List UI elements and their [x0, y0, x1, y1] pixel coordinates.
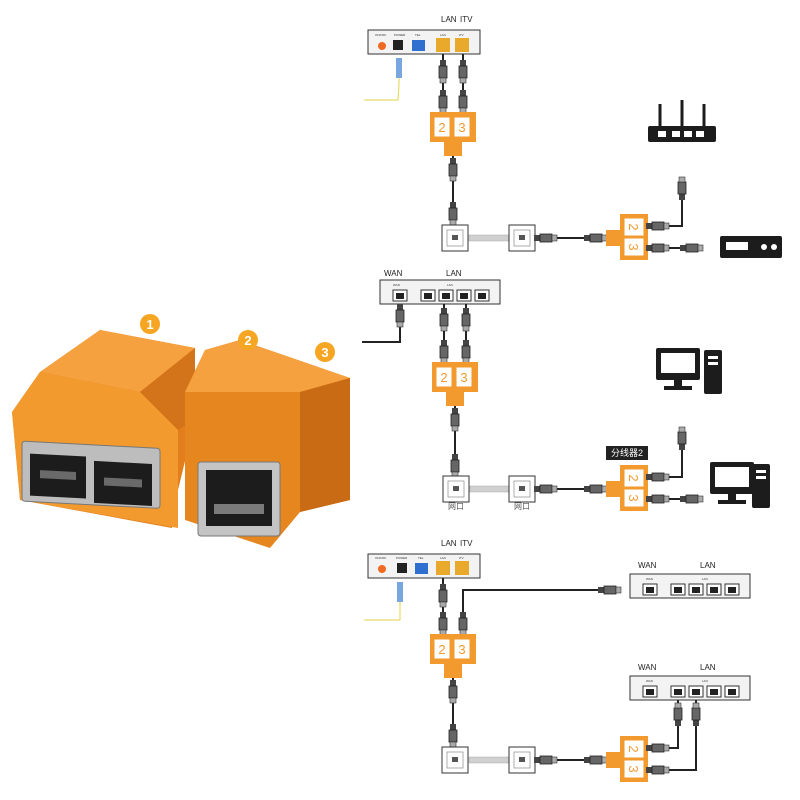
svg-text:POWER: POWER: [396, 556, 408, 560]
svg-text:2: 2: [244, 333, 251, 348]
desktop-computer-icon: [710, 462, 770, 508]
svg-text:3: 3: [460, 370, 467, 385]
svg-text:ITV: ITV: [460, 539, 473, 548]
svg-text:WAN: WAN: [646, 679, 653, 683]
svg-text:2: 2: [438, 120, 445, 135]
splitter-3b: 2 3: [606, 736, 648, 782]
svg-text:LAN: LAN: [440, 556, 446, 560]
product-dual-port: [21, 440, 161, 509]
svg-text:3: 3: [458, 120, 465, 135]
svg-text:LAN: LAN: [700, 561, 716, 570]
svg-text:3: 3: [626, 243, 641, 250]
diagram-3: LAN ITV ON/OFF POWER TEL LAN ITV 2: [364, 539, 751, 782]
modem-1: LAN ITV ON/OFF POWER TEL LAN ITV: [367, 15, 481, 55]
splitter-1a: 2 3: [430, 112, 476, 156]
svg-text:WAN: WAN: [646, 577, 653, 581]
desktop-computer-icon: [656, 348, 722, 394]
product-photo: 1 2 3: [12, 314, 350, 548]
switch-3b: WAN LAN WAN LAN: [629, 663, 751, 701]
splitter-1b: 2 3: [606, 214, 648, 260]
svg-text:ITV: ITV: [459, 556, 464, 560]
splitter-2b: 2 3: [606, 465, 648, 511]
badge-2: 2: [238, 330, 258, 350]
badge-1: 1: [140, 314, 160, 334]
svg-text:LAN: LAN: [702, 577, 708, 581]
router-icon: [648, 100, 716, 142]
switch-2: WAN LAN WAN LAN: [379, 269, 501, 305]
svg-text:LAN: LAN: [441, 539, 457, 548]
svg-text:LAN: LAN: [700, 663, 716, 672]
svg-text:3: 3: [626, 494, 641, 501]
svg-text:WAN: WAN: [393, 283, 400, 287]
splitter-3a: 2 3: [430, 634, 476, 678]
splitter-2a: 2 3: [432, 362, 478, 406]
splitter-2-tag: 分线器2: [606, 446, 648, 460]
svg-text:LAN: LAN: [446, 269, 462, 278]
switch-3a: WAN LAN WAN LAN: [629, 561, 751, 599]
svg-text:LAN: LAN: [440, 33, 446, 37]
modem-3: LAN ITV ON/OFF POWER TEL LAN ITV: [367, 539, 481, 579]
set-top-box-icon: [720, 236, 782, 258]
diagram-1: LAN ITV ON/OFF POWER TEL LAN ITV: [364, 15, 782, 260]
svg-text:TEL: TEL: [415, 33, 421, 37]
svg-text:LAN: LAN: [441, 15, 457, 24]
svg-text:2: 2: [438, 642, 445, 657]
svg-text:2: 2: [626, 474, 641, 481]
svg-text:3: 3: [458, 642, 465, 657]
svg-text:ON/OFF: ON/OFF: [375, 556, 386, 560]
svg-text:POWER: POWER: [394, 33, 406, 37]
svg-text:ITV: ITV: [460, 15, 473, 24]
svg-text:TEL: TEL: [418, 556, 424, 560]
svg-text:2: 2: [626, 223, 641, 230]
svg-text:ITV: ITV: [459, 33, 464, 37]
svg-text:LAN: LAN: [447, 283, 453, 287]
svg-text:网口: 网口: [448, 502, 464, 511]
badge-3: 3: [315, 342, 335, 362]
svg-text:3: 3: [626, 765, 641, 772]
svg-text:分线器2: 分线器2: [611, 447, 643, 458]
diagram-2: WAN LAN WAN LAN 2 3 网: [362, 269, 770, 511]
svg-text:1: 1: [146, 317, 153, 332]
svg-text:网口: 网口: [514, 502, 530, 511]
svg-text:WAN: WAN: [384, 269, 403, 278]
product-single-port: [197, 461, 281, 537]
svg-text:2: 2: [626, 745, 641, 752]
svg-text:WAN: WAN: [638, 561, 657, 570]
svg-text:LAN: LAN: [702, 679, 708, 683]
svg-text:2: 2: [440, 370, 447, 385]
svg-text:3: 3: [321, 345, 328, 360]
svg-text:ON/OFF: ON/OFF: [375, 33, 386, 37]
svg-text:WAN: WAN: [638, 663, 657, 672]
